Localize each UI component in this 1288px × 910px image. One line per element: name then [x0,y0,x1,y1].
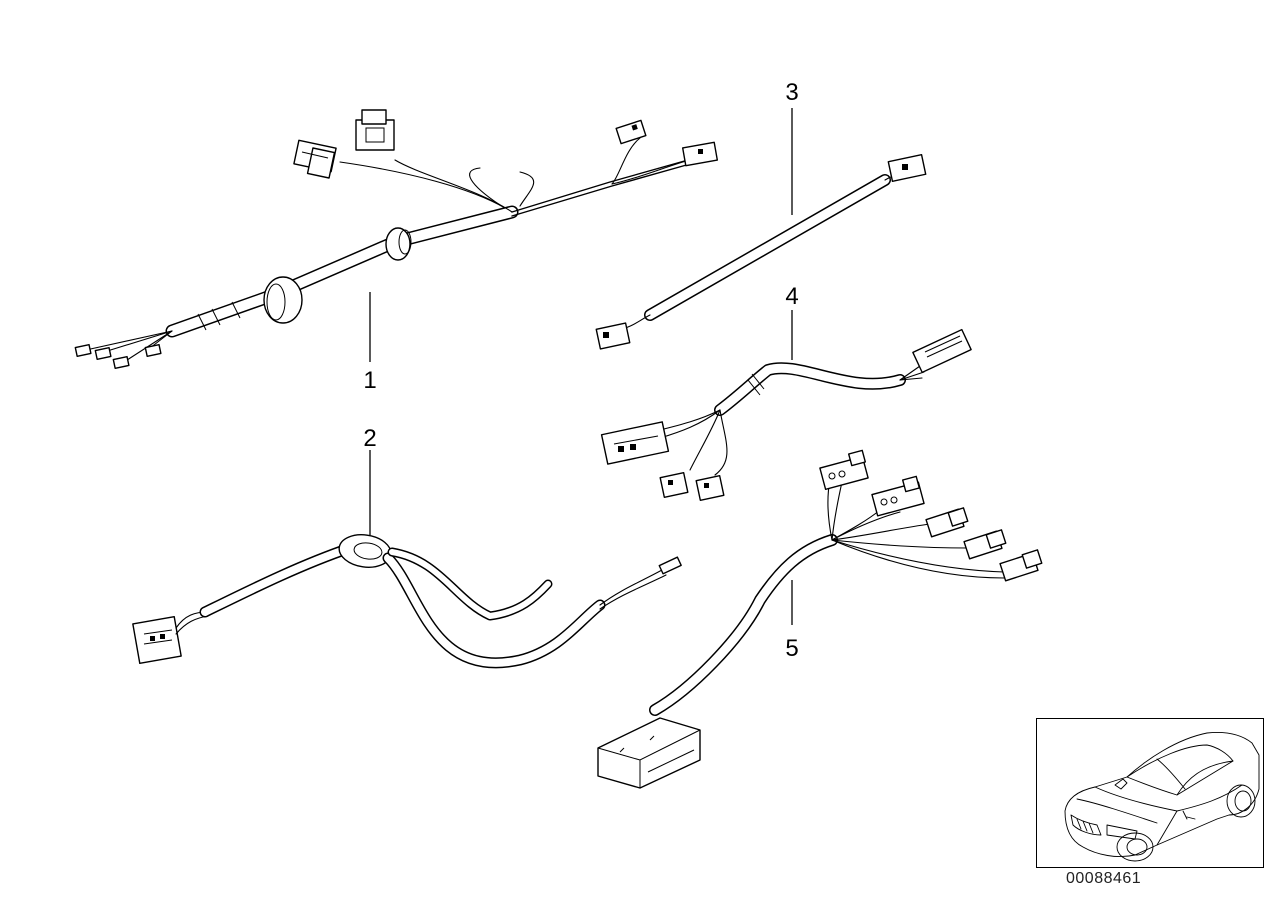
callout-number-3[interactable]: 3 [785,79,798,106]
connector-4a [912,328,972,374]
wiring-harness-3[interactable]: 3 [595,79,927,350]
connector-1a [293,139,337,179]
car-icon [1064,732,1260,862]
diagram-id-label: 00088461 [1066,870,1142,887]
terminal-2 [658,556,682,575]
connector-5e [963,529,1007,560]
vehicle-thumbnail [1036,718,1264,868]
connector-1c [615,119,647,145]
connector-4d [695,475,725,501]
callout-number-1[interactable]: 1 [363,367,376,394]
connector-5b [819,449,869,491]
grommet-large [263,276,303,324]
connector-3a [595,322,631,350]
connector-5f [999,549,1043,582]
connector-5c [871,475,925,517]
wiring-harness-4[interactable]: 4 [600,283,972,501]
callout-number-2[interactable]: 2 [363,425,376,452]
harness-loop [338,534,392,568]
grommet-small [385,227,411,261]
connector-1d [681,141,719,167]
connector-4b [600,421,670,465]
terminals-1 [74,343,162,370]
connector-3b [887,153,927,183]
connector-2a [132,615,182,665]
wiring-harness-1[interactable]: 1 [74,109,719,394]
connector-5a [597,717,701,789]
callout-number-5[interactable]: 5 [785,635,798,662]
connector-1b [355,109,395,151]
connector-5d [925,507,969,538]
callout-number-4[interactable]: 4 [785,283,798,310]
wiring-harness-5[interactable]: 5 [597,449,1043,789]
connector-4c [659,472,689,498]
wiring-harness-2[interactable]: 2 [132,425,682,669]
